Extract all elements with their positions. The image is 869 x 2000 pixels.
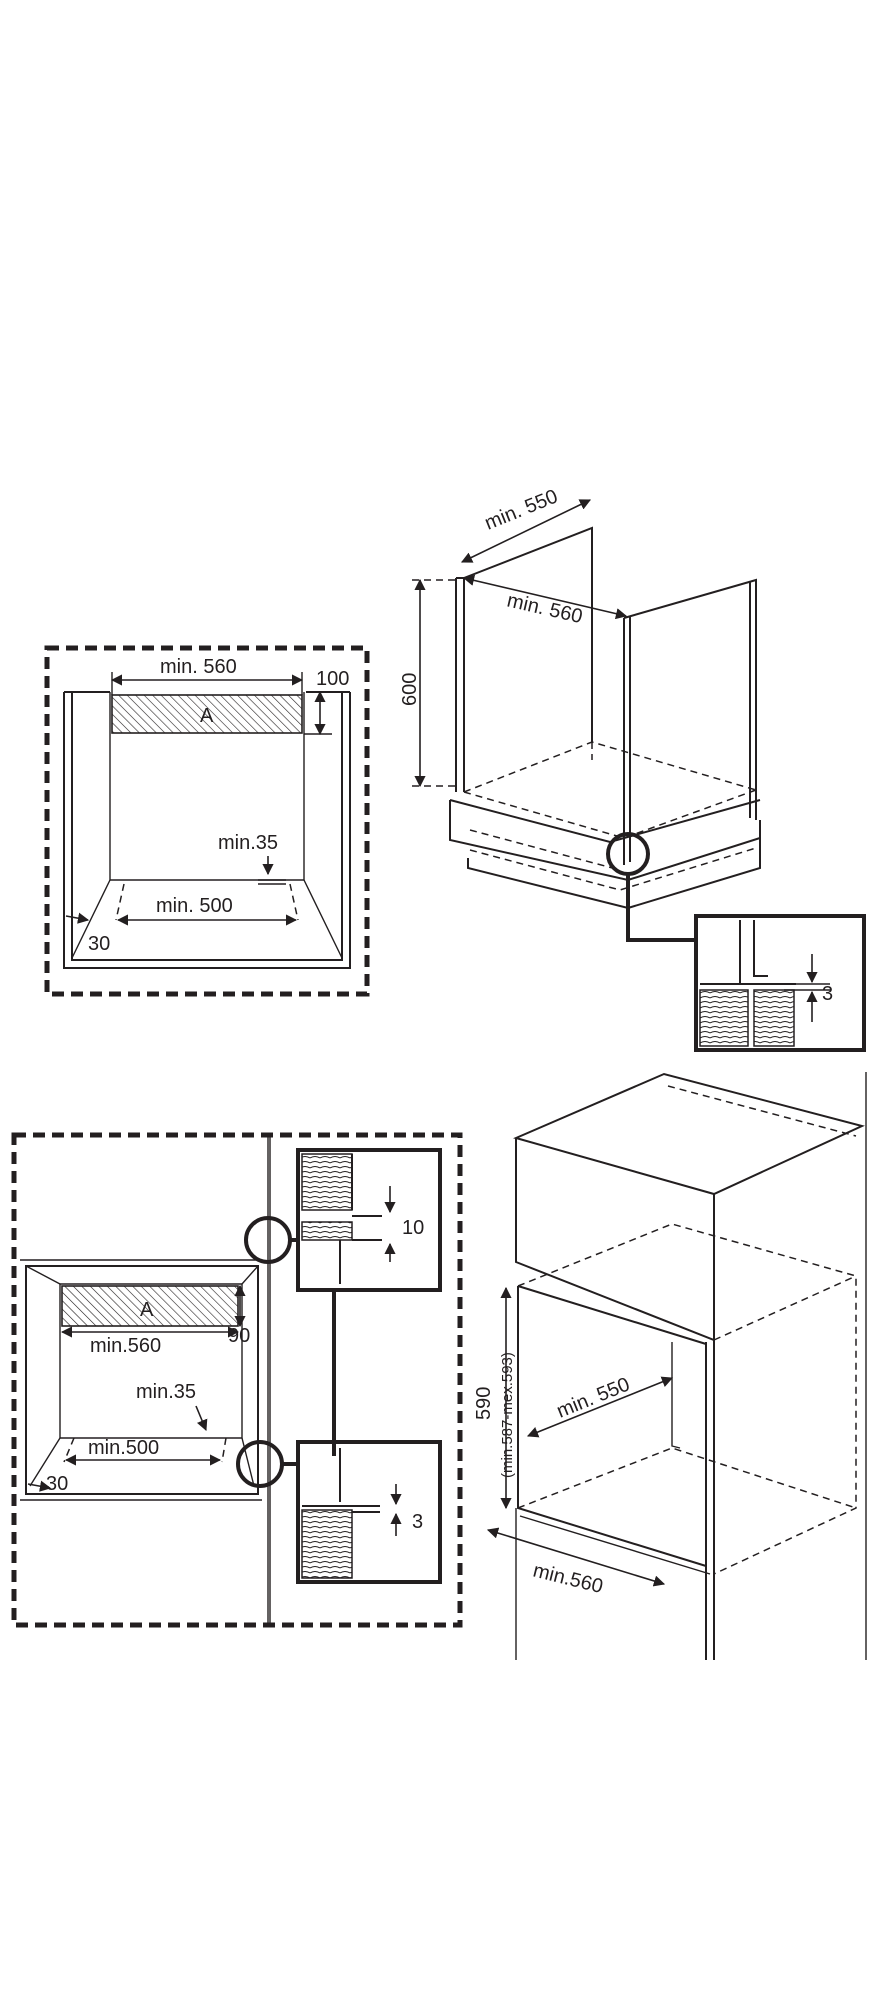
bottom-dimension-label: min. 500 xyxy=(156,895,233,917)
gap-dimension-label: min.35 xyxy=(218,832,278,854)
height-dimension-label: 590 xyxy=(473,1387,495,1420)
column-cabinet-view: 590 (min.587-mex.593) min. 550 min.560 xyxy=(473,1072,867,1660)
width-dimension-label: min. 560 xyxy=(160,656,237,678)
width-dimension-label: min. 560 xyxy=(505,589,585,628)
height-dimension-label: 100 xyxy=(316,668,349,690)
column-front-view: A min.560 90 min.35 min.500 30 10 xyxy=(11,1132,463,1628)
detail-bottom-gap-label: 3 xyxy=(412,1511,423,1533)
gap-dimension-label: min.35 xyxy=(136,1381,196,1403)
detail-box-bottom-gap xyxy=(296,1440,442,1584)
column-view-frame xyxy=(11,1132,463,1628)
detail-top-gap-label: 10 xyxy=(402,1217,424,1239)
detail-marker-bottom xyxy=(236,1440,284,1488)
under-counter-cabinet-view: min. 550 min. 560 600 3 xyxy=(399,485,866,1052)
side-dimension-label: 30 xyxy=(46,1473,68,1495)
width-dimension-label: min.560 xyxy=(90,1335,161,1357)
zone-a-hatch xyxy=(111,694,303,734)
depth-dimension-label: min. 550 xyxy=(482,485,561,534)
side-dimension-label: 30 xyxy=(88,933,110,955)
height-range-label: (min.587-mex.593) xyxy=(499,1352,516,1478)
detail-gap-label: 3 xyxy=(822,983,833,1005)
bottom-dimension-label: min.500 xyxy=(88,1437,159,1459)
detail-marker xyxy=(606,832,650,876)
detail-box-top-gap xyxy=(296,1148,442,1292)
detail-box-floor-gap xyxy=(694,914,866,1052)
height-dimension-label: 600 xyxy=(399,673,421,706)
depth-dimension-label: min. 550 xyxy=(554,1373,633,1422)
width-dimension-label: min.560 xyxy=(531,1560,605,1599)
zone-a-label: A xyxy=(200,705,214,727)
under-counter-front-view: A min. 560 100 min.35 min. 500 30 xyxy=(44,645,370,997)
front-view-frame xyxy=(44,645,370,997)
zone-a-label: A xyxy=(140,1299,154,1321)
height-dimension-label: 90 xyxy=(228,1325,250,1347)
